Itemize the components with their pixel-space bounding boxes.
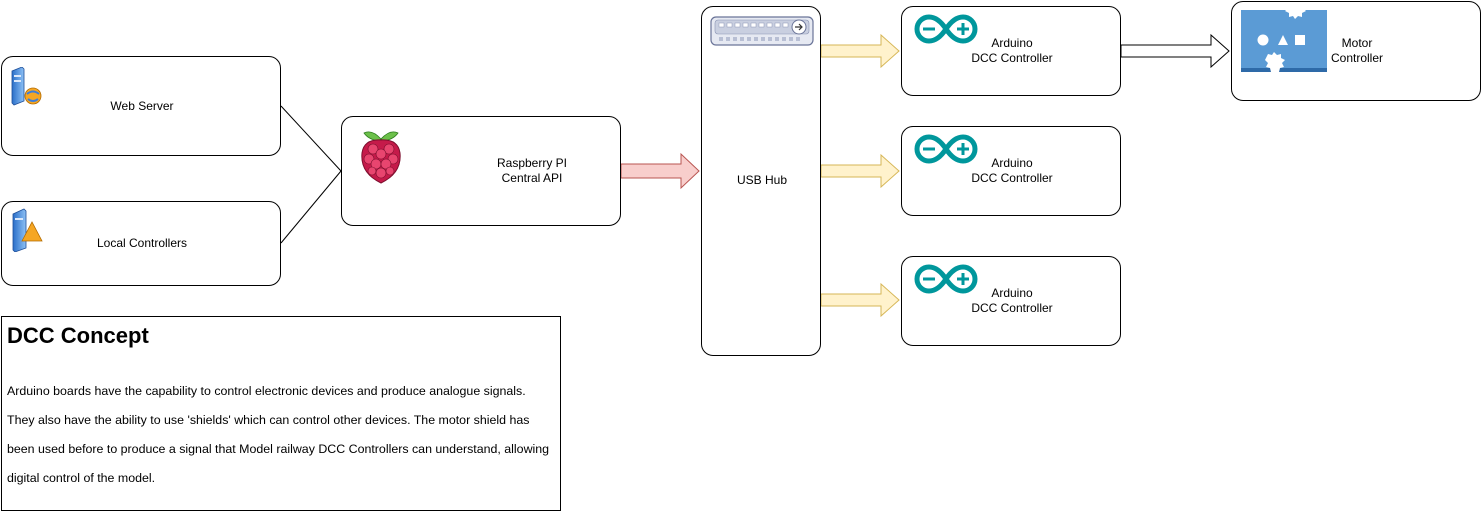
motor-shield-icon [1241, 10, 1327, 72]
local-controllers-label: Local Controllers [96, 236, 188, 250]
web-server-node[interactable]: Web Server [1, 56, 281, 156]
raspberry-pi-node[interactable]: Raspberry PI Central API [341, 116, 621, 226]
local-controller-icon [12, 208, 43, 252]
arduino-node-2[interactable]: Arduino DCC Controller [901, 126, 1121, 216]
dcc-concept-note: DCC Concept Arduino boards have the capa… [1, 316, 561, 511]
usb-hub-node[interactable]: USB Hub [701, 6, 821, 356]
edge-raspberry-usb-hub [620, 152, 700, 190]
raspberry-pi-label: Raspberry PI Central API [496, 156, 568, 185]
usb-hub-icon [710, 16, 814, 46]
arduino-icon [914, 264, 978, 294]
raspberry-pi-icon [361, 131, 401, 184]
motor-controller-node[interactable]: Motor Controller [1231, 1, 1481, 101]
arduino-icon [914, 134, 978, 164]
arduino-label-1: Arduino DCC Controller [971, 36, 1053, 65]
motor-controller-label: Motor Controller [1330, 36, 1384, 65]
arduino-icon [914, 14, 978, 44]
arduino-node-1[interactable]: Arduino DCC Controller [901, 6, 1121, 96]
edge-usb-hub-arduino-3 [820, 282, 900, 318]
edge-usb-hub-arduino-1 [820, 33, 900, 69]
concept-title: DCC Concept [7, 323, 149, 348]
edge-web-server-raspberry [280, 105, 342, 172]
usb-hub-label: USB Hub [736, 173, 788, 187]
arduino-label-3: Arduino DCC Controller [971, 286, 1053, 315]
arduino-node-3[interactable]: Arduino DCC Controller [901, 256, 1121, 346]
web-server-icon [11, 67, 42, 106]
web-server-label: Web Server [110, 99, 174, 113]
edge-arduino-1-motor-controller [1120, 33, 1230, 69]
local-controllers-node[interactable]: Local Controllers [1, 201, 281, 286]
arduino-label-2: Arduino DCC Controller [971, 156, 1053, 185]
edge-local-controllers-raspberry [280, 170, 342, 244]
edge-usb-hub-arduino-2 [820, 153, 900, 189]
concept-body: Arduino boards have the capability to co… [7, 384, 550, 485]
